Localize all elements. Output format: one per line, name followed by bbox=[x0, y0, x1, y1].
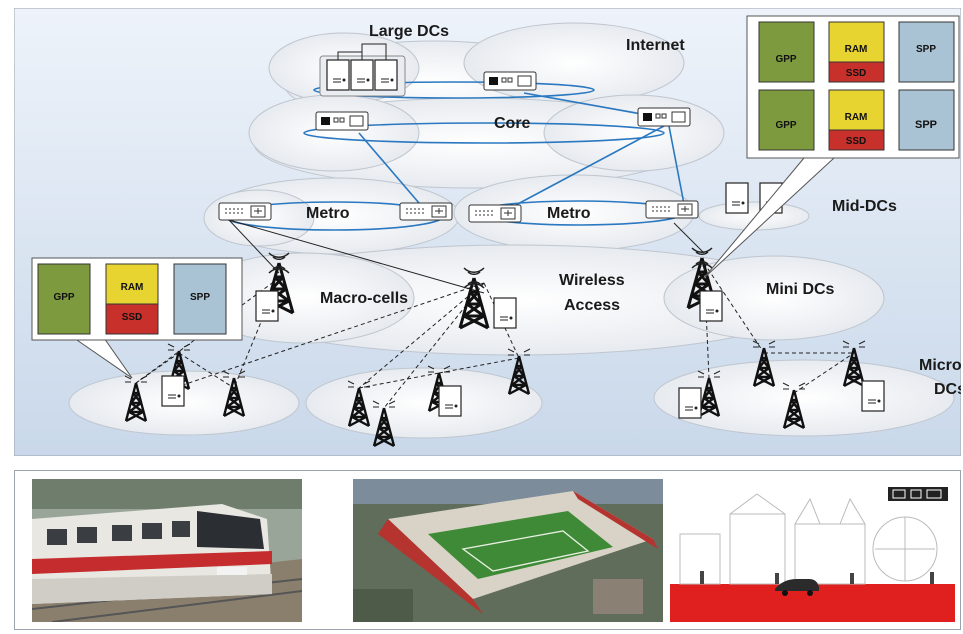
label-access: Access bbox=[564, 297, 620, 314]
cloud-wireless bbox=[193, 244, 885, 356]
mini-dc-server-icon bbox=[699, 290, 723, 322]
cloud-micro-3 bbox=[653, 359, 955, 437]
label-metro-left: Metro bbox=[306, 205, 350, 222]
rack-callout-top: GPP RAM SSD SPP GPP RAM SSD SPP bbox=[746, 15, 960, 159]
radio-links bbox=[228, 219, 705, 294]
svg-text:RAM: RAM bbox=[121, 282, 144, 293]
device-icons bbox=[888, 487, 948, 501]
metro-switch-1-icon bbox=[218, 202, 272, 221]
stadium-photo bbox=[353, 479, 663, 622]
label-metro-right: Metro bbox=[547, 205, 591, 222]
label-mid-dcs: Mid-DCs bbox=[832, 198, 897, 215]
network-diagram: GPP RAM SSD SPP GPP RAM SSD SPP GPP RAM … bbox=[14, 8, 961, 456]
label-macro-cells: Macro-cells bbox=[320, 290, 408, 307]
train-photo bbox=[32, 479, 302, 622]
city-street-illustration bbox=[670, 479, 955, 622]
label-micro: Micro bbox=[919, 357, 961, 374]
svg-text:SSD: SSD bbox=[846, 68, 867, 79]
svg-text:GPP: GPP bbox=[53, 292, 74, 303]
svg-text:GPP: GPP bbox=[775, 120, 796, 131]
metro-switch-3-icon bbox=[468, 204, 522, 223]
core-router-left-icon bbox=[315, 111, 369, 131]
svg-text:SSD: SSD bbox=[846, 136, 867, 147]
svg-text:SSD: SSD bbox=[122, 312, 143, 323]
macro-dc-server-icon bbox=[493, 297, 517, 329]
metro-switch-2-icon bbox=[399, 202, 453, 221]
label-large-dcs: Large DCs bbox=[369, 23, 449, 40]
label-mini-dcs: Mini DCs bbox=[766, 281, 835, 298]
core-router-right-icon bbox=[637, 107, 691, 127]
label-core: Core bbox=[494, 115, 531, 132]
metro-switch-4-icon bbox=[645, 200, 699, 219]
svg-text:GPP: GPP bbox=[775, 54, 796, 65]
svg-text:SPP: SPP bbox=[190, 292, 210, 303]
rack-callout-left: GPP RAM SSD SPP bbox=[31, 257, 243, 341]
label-dcs: DCs bbox=[934, 381, 961, 398]
mid-dc-server-icon bbox=[725, 182, 749, 214]
svg-text:RAM: RAM bbox=[845, 112, 868, 123]
large-dc-servers bbox=[319, 43, 406, 97]
label-wireless: Wireless bbox=[559, 272, 625, 289]
cloud-micro-2 bbox=[305, 367, 543, 439]
internet-router-icon bbox=[483, 71, 537, 91]
svg-text:SPP: SPP bbox=[915, 119, 937, 131]
label-internet: Internet bbox=[626, 37, 685, 54]
macro-dc-server-icon bbox=[255, 290, 279, 322]
svg-text:SPP: SPP bbox=[916, 44, 936, 55]
photo-strip bbox=[14, 470, 961, 630]
svg-text:RAM: RAM bbox=[845, 44, 868, 55]
